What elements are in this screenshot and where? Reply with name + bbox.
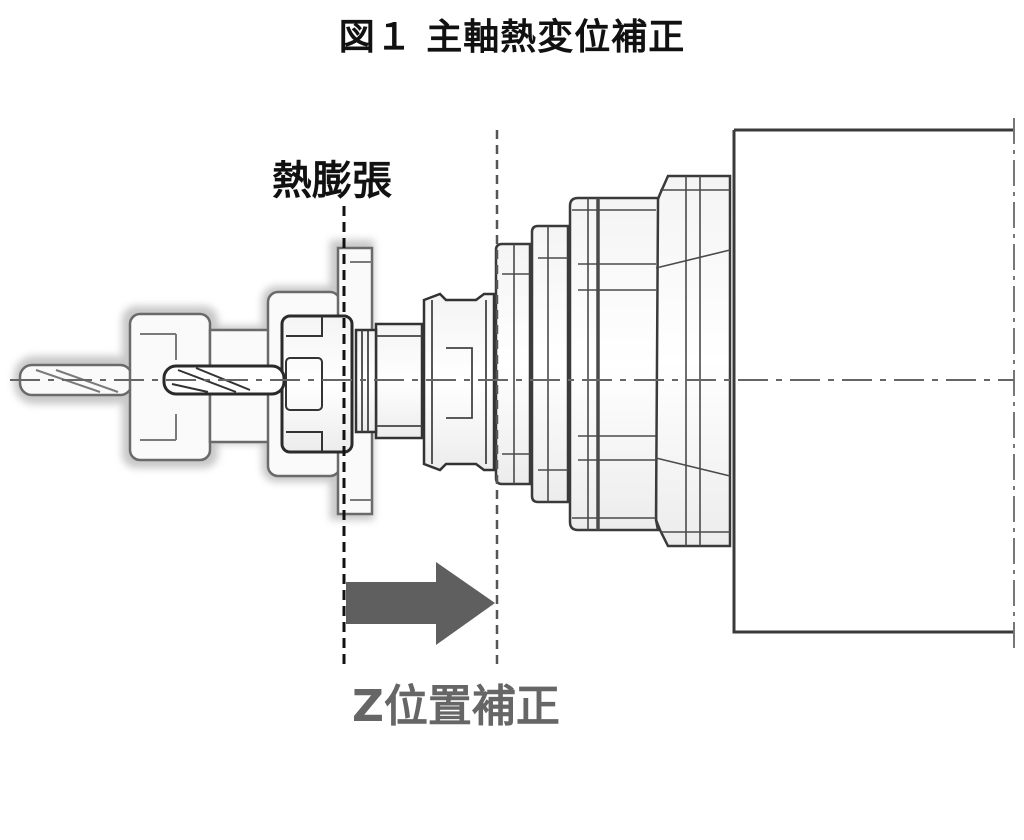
spindle-nose (494, 174, 732, 548)
nose-step-4 (654, 174, 732, 548)
nose-step-2 (530, 224, 570, 504)
z-position-compensation-label: Z位置補正 (352, 681, 560, 732)
nose-step-3 (568, 196, 660, 532)
collet-nut (280, 314, 354, 454)
figure-title: 図１ 主軸熱変位補正 (338, 17, 686, 58)
holder-flange (422, 292, 496, 472)
z-compensation-arrow (346, 562, 495, 645)
nose-detail-lines (502, 176, 731, 546)
spindle-housing (732, 118, 1015, 650)
tool-holder (354, 292, 496, 472)
thermal-expansion-label: 熱膨張 (272, 158, 392, 204)
nose-step-1 (494, 242, 532, 486)
